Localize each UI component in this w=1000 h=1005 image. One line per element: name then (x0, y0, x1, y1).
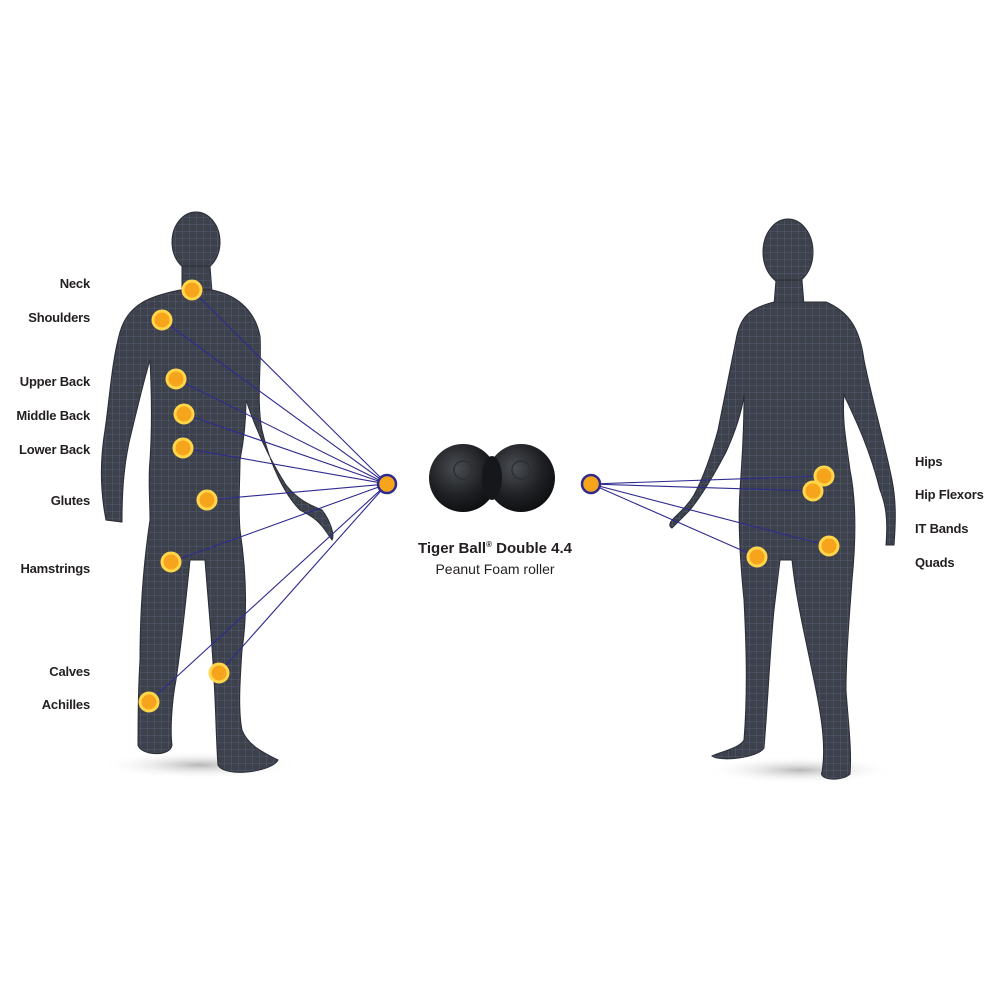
dot-shoulders (151, 309, 173, 331)
connector-hips (590, 475, 825, 485)
right-hub-dot (580, 473, 602, 495)
connector-glutes (206, 483, 388, 501)
dot-hips (813, 465, 835, 487)
connector-neck (191, 289, 388, 485)
connector-achilles (148, 483, 388, 703)
dot-neck (181, 279, 203, 301)
dot-quads (746, 546, 768, 568)
dot-hip-flexors (802, 480, 824, 502)
connector-hamstrings (170, 483, 388, 563)
connector-hip-flexors (590, 483, 814, 492)
dot-middle-back (173, 403, 195, 425)
connector-shoulders (161, 319, 388, 485)
label-lower-back: Lower Back (19, 442, 90, 457)
front-figure-shadow (705, 756, 895, 784)
label-hamstrings: Hamstrings (20, 561, 90, 576)
product-model: Double 4.4 (496, 540, 573, 557)
dot-achilles (138, 691, 160, 713)
connector-lower-back (182, 447, 388, 485)
label-glutes: Glutes (50, 493, 90, 508)
dot-lower-back (172, 437, 194, 459)
product-brand: Tiger Ball (417, 540, 487, 557)
label-achilles: Achilles (41, 697, 90, 712)
left-hub-dot (376, 473, 398, 495)
registered-mark: ® (486, 540, 492, 549)
label-middle-back: Middle Back (16, 408, 90, 423)
product-caption: Tiger Ball® Double 4.4 Peanut Foam rolle… (400, 540, 590, 577)
peanut-ball-product-image (429, 444, 555, 512)
label-calves: Calves (49, 664, 90, 679)
label-hip-flexors: Hip Flexors (915, 487, 984, 502)
dot-glutes (196, 489, 218, 511)
dot-hamstrings (160, 551, 182, 573)
product-subtitle: Peanut Foam roller (435, 561, 555, 577)
label-quads: Quads (915, 555, 955, 570)
connector-upper-back (175, 378, 388, 485)
dot-upper-back (165, 368, 187, 390)
label-hips: Hips (915, 454, 943, 469)
connector-middle-back (183, 413, 388, 485)
label-neck: Neck (59, 276, 90, 291)
back-view-figure (100, 211, 334, 773)
front-view-figure (669, 218, 896, 780)
connector-lines (148, 289, 830, 703)
label-shoulders: Shoulders (28, 310, 90, 325)
dot-it-bands (818, 535, 840, 557)
product-title: Tiger Ball® Double 4.4 (400, 540, 590, 557)
connector-calves (218, 483, 388, 674)
dot-calves (208, 662, 230, 684)
connector-quads (590, 483, 758, 558)
label-upper-back: Upper Back (19, 374, 90, 389)
connector-it-bands (590, 483, 830, 547)
label-it-bands: IT Bands (915, 521, 969, 536)
